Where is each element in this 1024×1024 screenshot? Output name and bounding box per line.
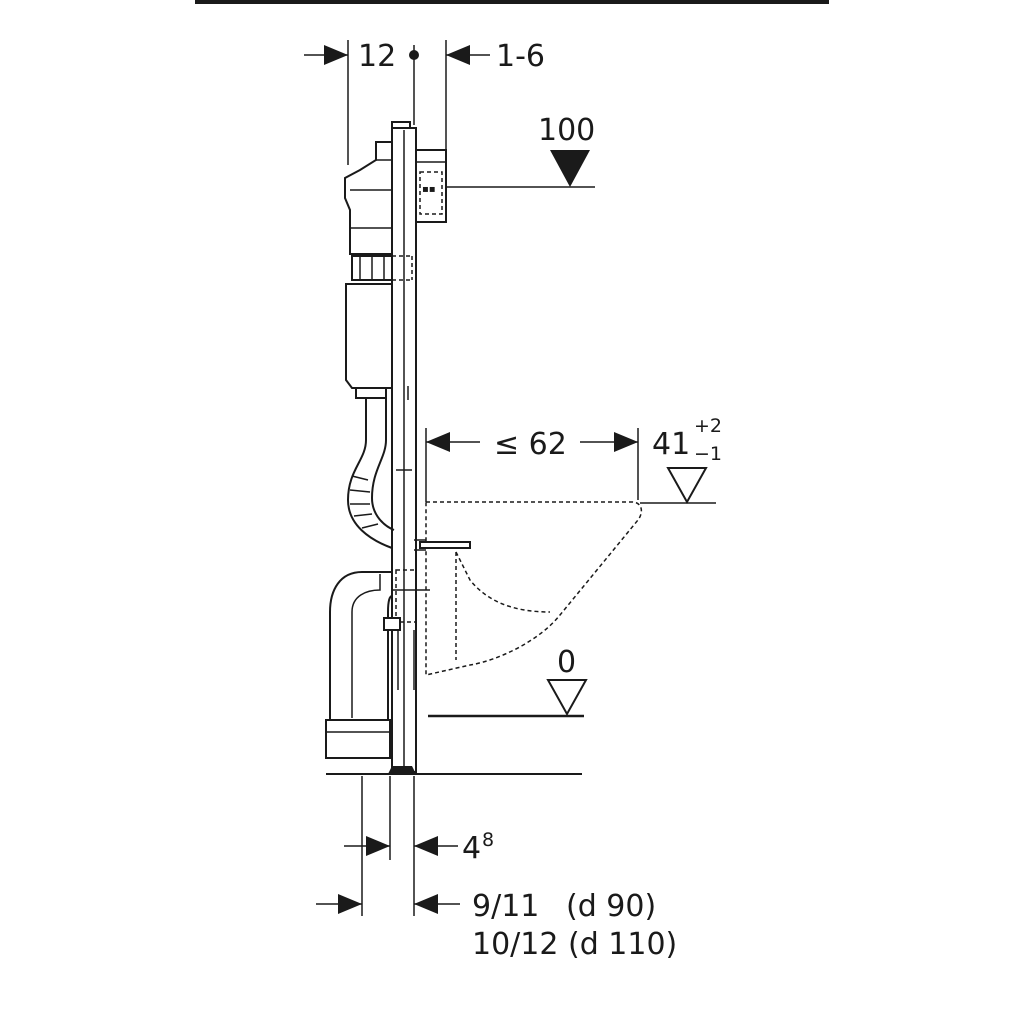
- dim-label-12: 12: [358, 39, 396, 74]
- pipe-dim-90-value: 9/11: [472, 889, 539, 924]
- level-triangle-filled-icon: [550, 150, 590, 187]
- bottom-dimensions: 4 8 9/11 (d 90) 10/12 (d 110): [316, 776, 677, 962]
- arrow-right-icon: [366, 836, 390, 856]
- arrow-right-icon: [324, 45, 348, 65]
- flush-pipe: [346, 398, 395, 549]
- arrow-left-icon: [446, 45, 470, 65]
- arrow-right-icon: [338, 894, 362, 914]
- level-100-label: 100: [538, 113, 595, 148]
- offset-label-sup: 8: [482, 829, 494, 851]
- top-border: [195, 0, 829, 4]
- cistern: [344, 141, 393, 255]
- height-tolerance-minus: −1: [694, 443, 722, 465]
- level-0-label: 0: [557, 645, 576, 680]
- center-point-marker: [409, 50, 419, 60]
- level-triangle-outline-icon: [546, 679, 588, 717]
- level-triangle-outline-icon: [666, 467, 708, 505]
- arrow-left-icon: [426, 432, 450, 452]
- offset-label: 4: [462, 831, 481, 866]
- top-dimension: 12 1-6: [304, 39, 545, 165]
- actuator-mark: ▪▪: [422, 184, 436, 195]
- cistern-lower: [345, 283, 393, 389]
- depth-dimension: ≤ 62: [425, 427, 639, 502]
- height-41-label: 41: [652, 427, 690, 462]
- drain-bend: [325, 569, 430, 759]
- level-0-marker: 0: [428, 645, 588, 718]
- arrow-left-icon: [414, 836, 438, 856]
- pipe-dim-110: 10/12 (d 110): [472, 927, 677, 962]
- pipe-dim-90-diameter: (d 90): [566, 889, 656, 924]
- level-100-marker: 100: [440, 113, 595, 188]
- height-41-marker: 41 +2 −1: [640, 415, 722, 505]
- wc-bowl: [414, 501, 643, 676]
- height-tolerance-plus: +2: [694, 415, 722, 437]
- dim-label-1-6: 1-6: [496, 39, 545, 74]
- floor-line: [326, 766, 582, 775]
- mounting-bolt: [419, 541, 471, 549]
- drain-socket: [325, 719, 391, 759]
- arrow-left-icon: [414, 894, 438, 914]
- depth-label: ≤ 62: [494, 427, 567, 462]
- arrow-right-icon: [614, 432, 638, 452]
